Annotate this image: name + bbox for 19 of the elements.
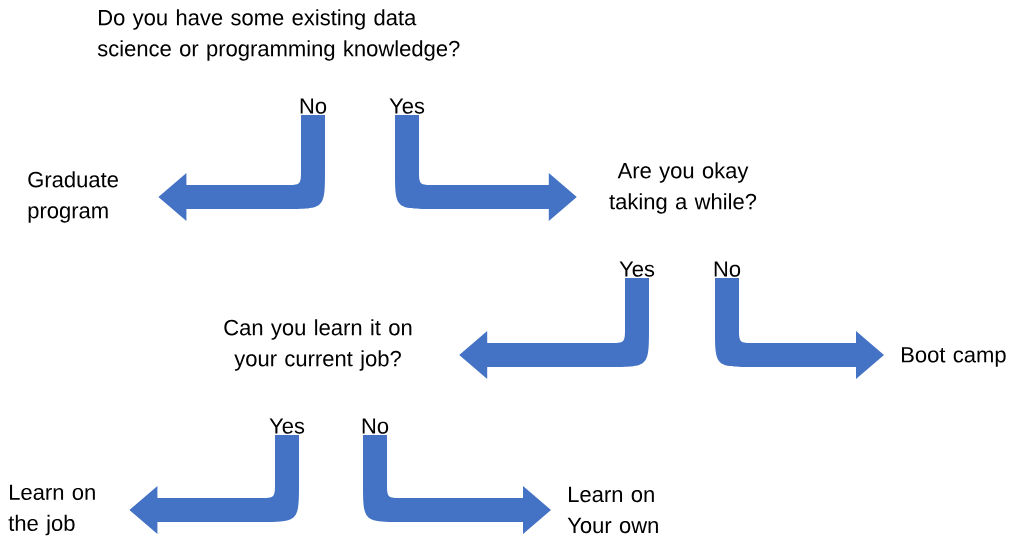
edge-label: No xyxy=(359,417,391,435)
bent-arrow xyxy=(715,277,884,379)
bent-arrow xyxy=(129,434,299,534)
bent-arrow xyxy=(395,114,577,221)
bent-arrow xyxy=(459,277,649,379)
question-text: Learn on the job xyxy=(8,484,95,536)
question-text: Can you learn it on your current job? xyxy=(224,319,412,371)
question-text: Do you have some existing data science or programming knowledge? xyxy=(97,9,460,61)
question-text: Boot camp xyxy=(902,347,1006,367)
bent-arrow xyxy=(158,114,325,221)
edge-label: Yes xyxy=(388,97,426,115)
question-text: Learn on Your own xyxy=(567,486,658,534)
bent-arrow xyxy=(363,434,551,534)
edge-label: No xyxy=(711,260,743,278)
edge-label: No xyxy=(297,97,329,115)
question-text: Are you okay taking a while? xyxy=(609,162,757,214)
edge-label: Yes xyxy=(618,260,656,278)
question-text: Graduate program xyxy=(28,171,118,223)
edge-label: Yes xyxy=(268,417,306,435)
